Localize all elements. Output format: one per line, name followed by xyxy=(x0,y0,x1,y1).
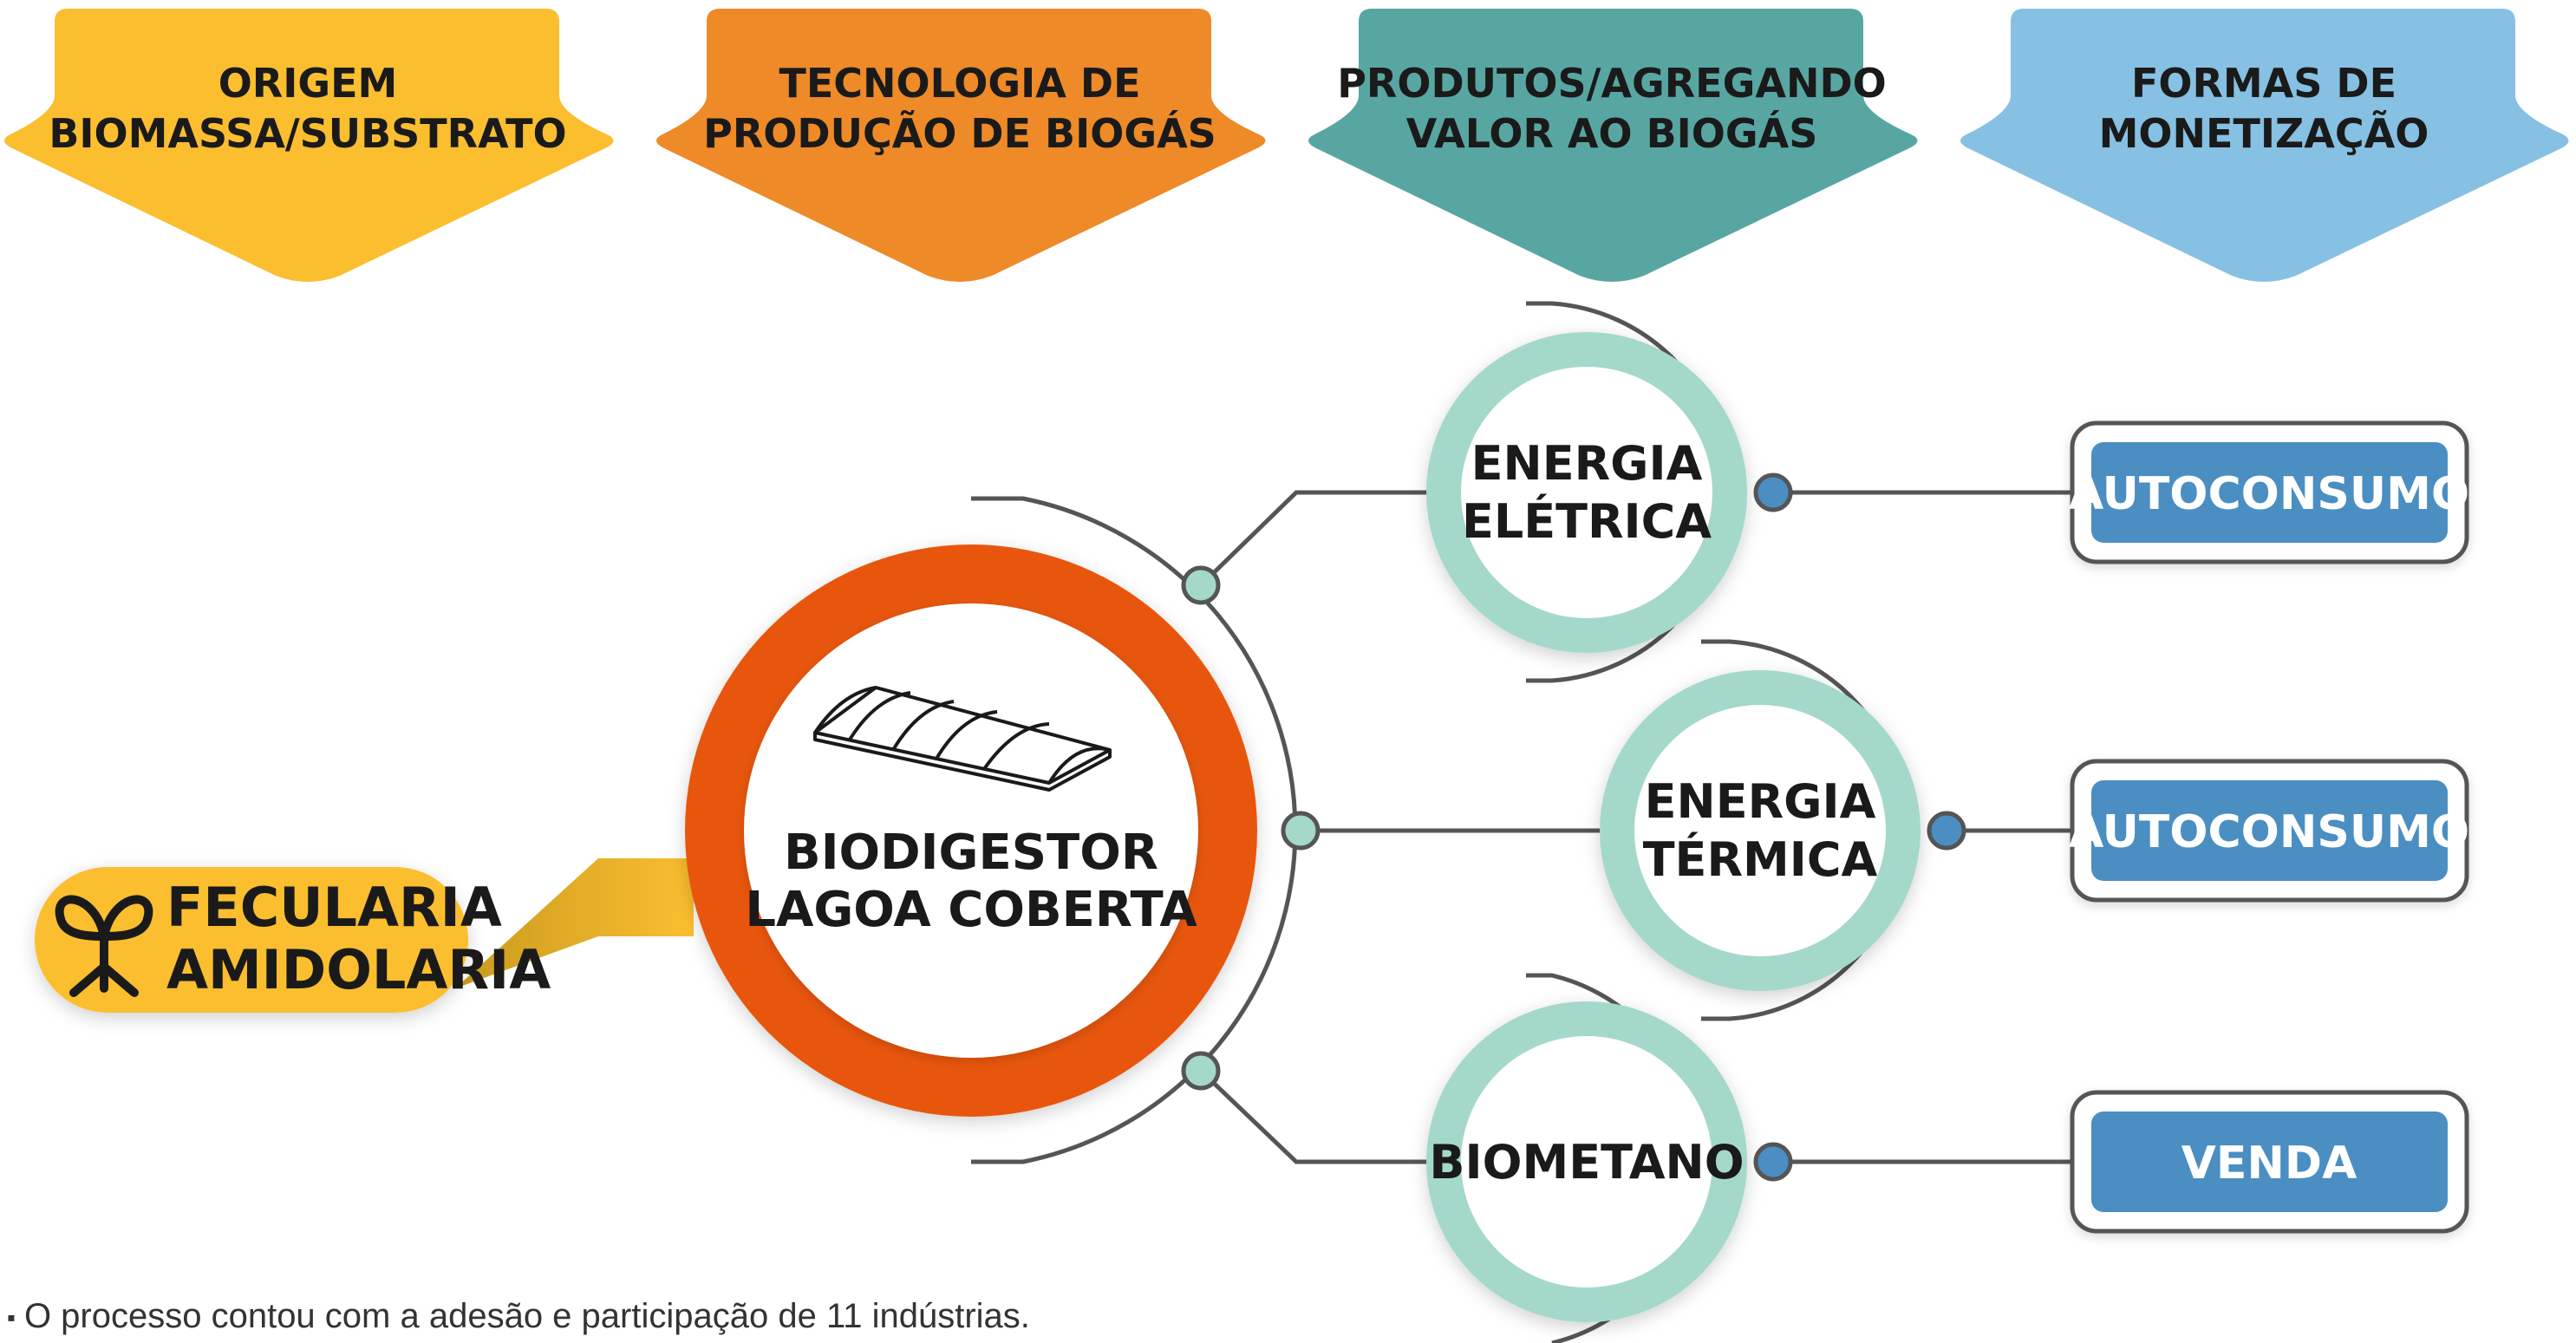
covered-lagoon-icon xyxy=(813,686,1112,792)
header-produtos-line1: PRODUTOS/AGREGANDO xyxy=(1337,60,1887,107)
header-produtos: PRODUTOS/AGREGANDO VALOR AO BIOGÁS xyxy=(1308,9,1918,282)
monetization-2-label-bg xyxy=(2091,780,2448,881)
header-monetizacao: FORMAS DE MONETIZAÇÃO xyxy=(1960,9,2569,282)
source-connector xyxy=(455,858,694,988)
product-node-termica: ENERGIA TÉRMICA xyxy=(1600,670,1966,991)
eletrica-line1: ENERGIA xyxy=(1471,436,1703,491)
header-tecnologia-line2: PRODUÇÃO DE BIOGÁS xyxy=(703,109,1216,157)
footnote-bullet: ▪ xyxy=(7,1304,16,1332)
product-node-biometano: BIOMETANO xyxy=(1426,1001,1793,1322)
monetization-box-1: AUTOCONSUMO xyxy=(2069,421,2469,564)
biometano-out-dot xyxy=(1753,1142,1793,1182)
technology-node: BIODIGESTOR LAGOA COBERTA xyxy=(685,544,1257,1117)
eletrica-line2: ELÉTRICA xyxy=(1462,494,1712,549)
header-origem-line2: BIOMASSA/SUBSTRATO xyxy=(49,110,566,157)
monetization-1-label: AUTOCONSUMO xyxy=(2069,468,2469,520)
header-produtos-line2: VALOR AO BIOGÁS xyxy=(1406,110,1818,157)
source-node: FECULARIA AMIDOLARIA xyxy=(35,858,694,1013)
header-monetizacao-line2: MONETIZAÇÃO xyxy=(2099,109,2429,157)
monetization-box-3: VENDA xyxy=(2070,1090,2469,1234)
monetization-3-label: VENDA xyxy=(2181,1138,2358,1190)
source-line2: AMIDOLARIA xyxy=(166,938,551,1001)
technology-line2: LAGOA COBERTA xyxy=(745,882,1197,938)
eletrica-center xyxy=(1461,367,1712,618)
monetization-3-label-bg xyxy=(2091,1112,2448,1212)
monetization-box-2: AUTOCONSUMO xyxy=(2069,759,2469,903)
monetization-1-label-bg xyxy=(2091,442,2448,543)
biometano-center xyxy=(1461,1036,1712,1288)
product-node-eletrica: ENERGIA ELÉTRICA xyxy=(1426,332,1793,653)
technology-line1: BIODIGESTOR xyxy=(784,825,1158,881)
header-monetizacao-line1: FORMAS DE xyxy=(2131,60,2397,107)
tech-connector-dots xyxy=(1181,565,1321,1091)
termica-center xyxy=(1634,705,1886,956)
footnote: ▪O processo contou com a adesão e partic… xyxy=(7,1297,1030,1336)
sprout-icon xyxy=(55,895,153,997)
monetization-2-label: AUTOCONSUMO xyxy=(2069,806,2469,858)
dot-termica xyxy=(1281,811,1321,851)
line-to-eletrica xyxy=(1199,490,1431,587)
line-to-biometano xyxy=(1199,1069,1431,1164)
termica-line1: ENERGIA xyxy=(1645,774,1876,829)
header-tecnologia-line1: TECNOLOGIA DE xyxy=(779,60,1140,107)
header-origem-line1: ORIGEM xyxy=(218,60,398,107)
header-tecnologia: TECNOLOGIA DE PRODUÇÃO DE BIOGÁS xyxy=(656,9,1266,282)
termica-line2: TÉRMICA xyxy=(1643,832,1878,887)
eletrica-out-dot xyxy=(1753,473,1793,512)
header-origem: ORIGEM BIOMASSA/SUBSTRATO xyxy=(4,9,614,282)
biometano-line1: BIOMETANO xyxy=(1429,1135,1744,1190)
footnote-text: O processo contou com a adesão e partici… xyxy=(23,1297,1030,1335)
dot-eletrica xyxy=(1181,565,1221,605)
dot-biometano xyxy=(1181,1051,1221,1091)
source-line1: FECULARIA xyxy=(166,876,502,939)
termica-out-dot xyxy=(1927,811,1966,851)
